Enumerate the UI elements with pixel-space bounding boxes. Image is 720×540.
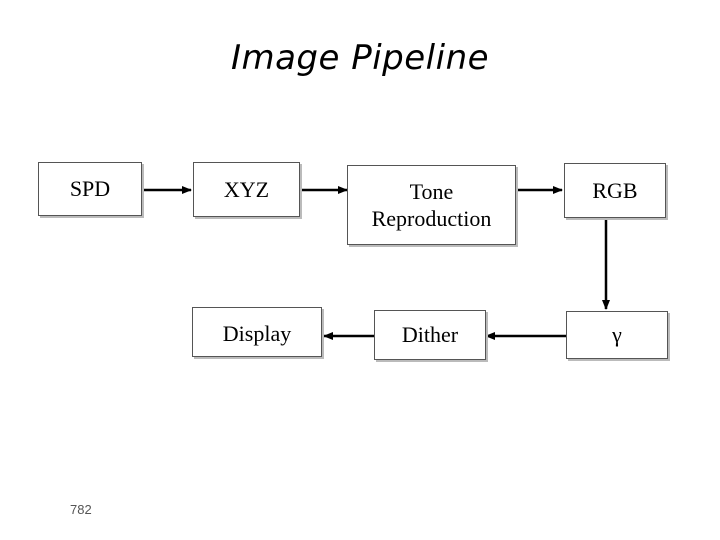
slide-title: Image Pipeline bbox=[230, 38, 490, 78]
page-number: 782 bbox=[70, 502, 92, 517]
node-tone-reproduction: Tone Reproduction bbox=[347, 165, 516, 245]
node-dither: Dither bbox=[374, 310, 486, 360]
node-spd: SPD bbox=[38, 162, 142, 216]
node-display: Display bbox=[192, 307, 322, 357]
node-xyz: XYZ bbox=[193, 162, 300, 217]
node-rgb: RGB bbox=[564, 163, 666, 218]
node-gamma: γ bbox=[566, 311, 668, 359]
